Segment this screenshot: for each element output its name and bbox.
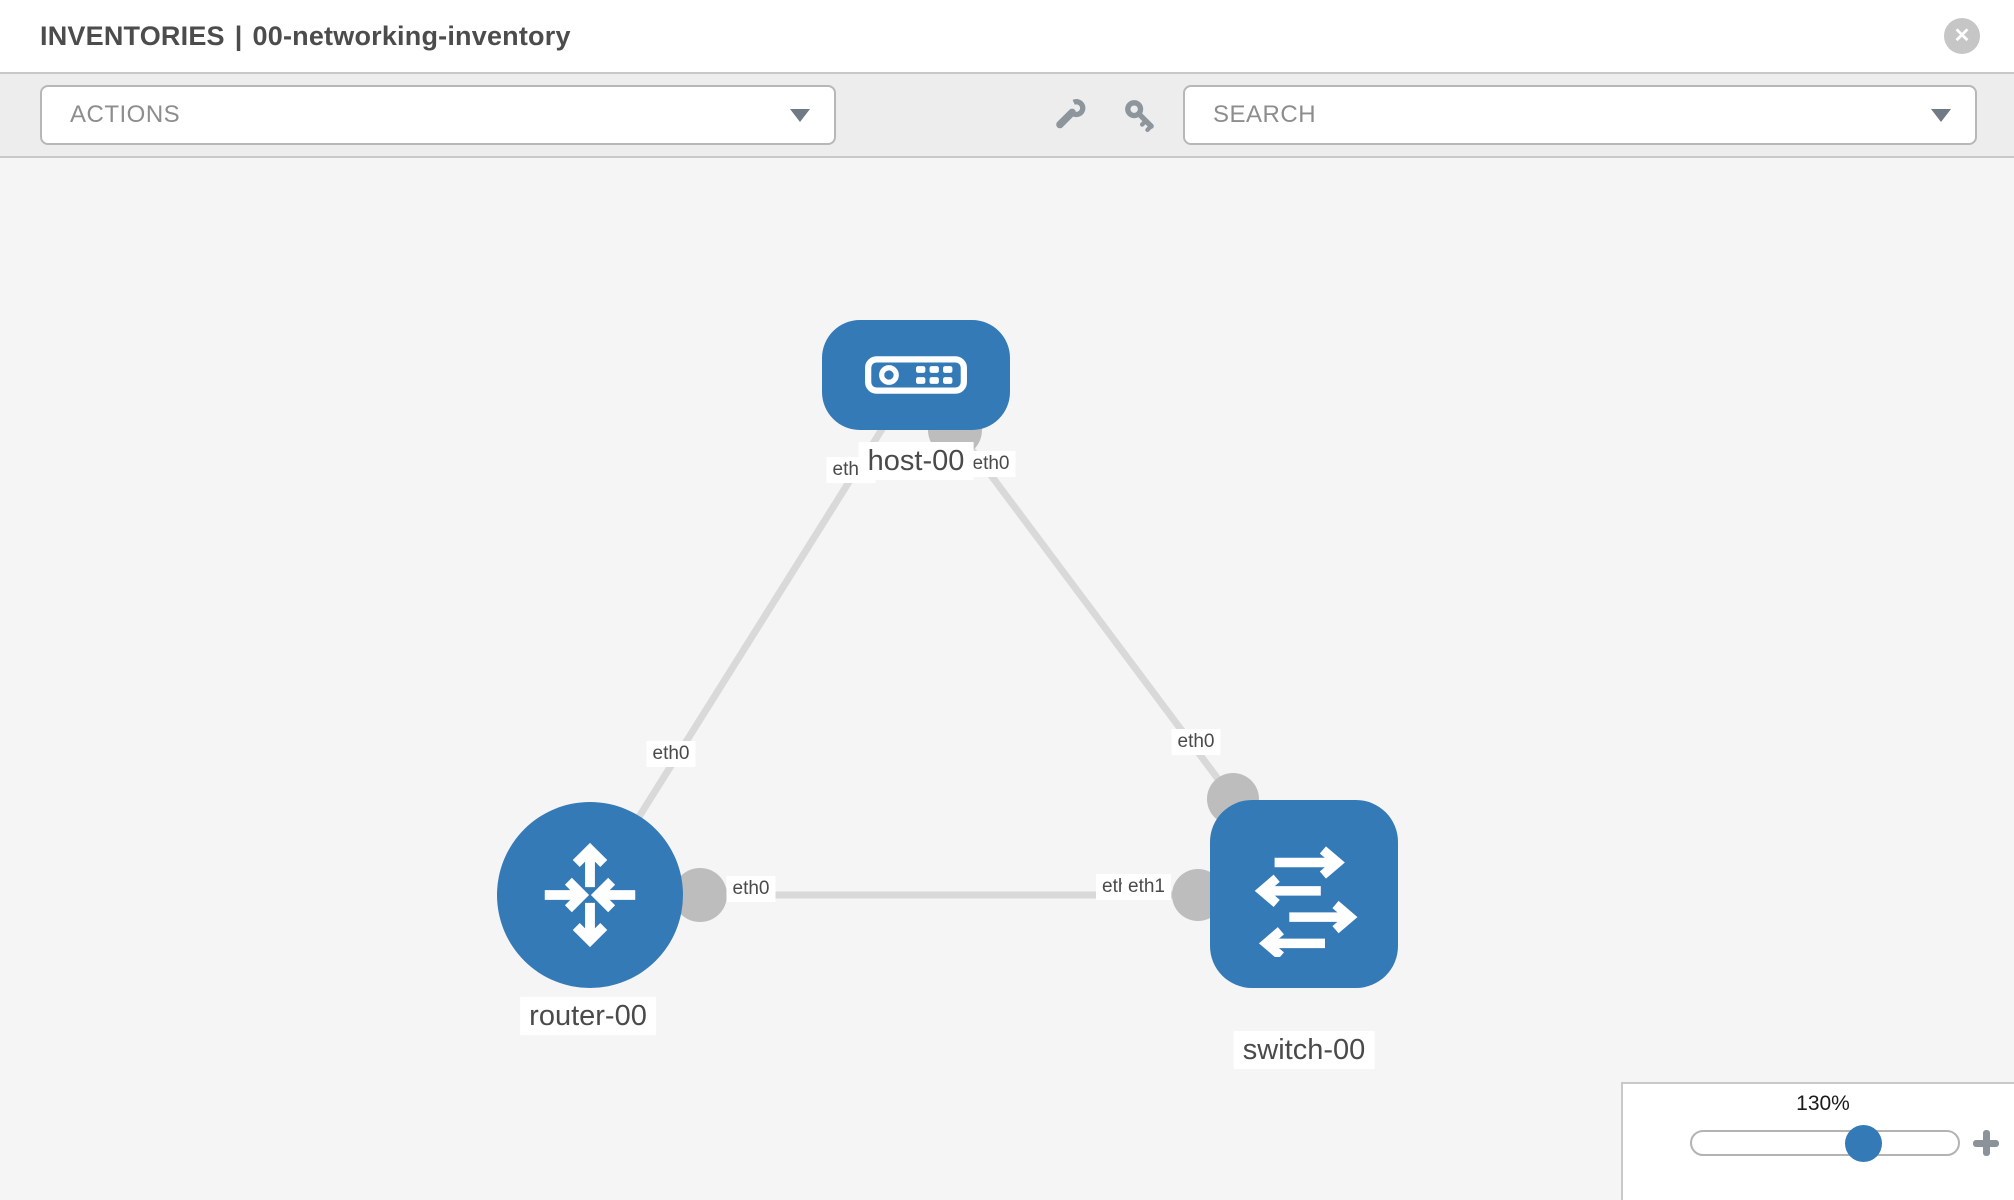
interface-label-router-eth0-right: eth0 [726,876,776,902]
breadcrumb-section: INVENTORIES [40,20,225,51]
titlebar: INVENTORIES | 00-networking-inventory ✕ [0,0,2014,72]
chevron-down-icon [1931,108,1951,122]
search-placeholder: SEARCH [1213,101,1317,128]
interface-label-router-eth0-top: eth0 [646,741,696,767]
configure-button[interactable] [1053,98,1087,132]
page-title: INVENTORIES | 00-networking-inventory [40,21,571,52]
switch-arrows-icon [1254,846,1358,957]
chevron-down-icon [790,108,810,122]
actions-dropdown-label: ACTIONS [70,101,181,128]
interface-label-host-eth0-right: eth0 [966,451,1016,477]
wrench-icon [1056,99,1086,129]
search-dropdown[interactable]: SEARCH [1183,85,1977,145]
interface-label-switch-eth0-top: eth0 [1171,729,1221,755]
toolbar: ACTIONS SEARCH [0,72,2014,158]
node-label-host-00: host-00 [858,442,974,480]
key-icon [1125,100,1154,132]
close-icon: ✕ [1953,25,1971,47]
close-button[interactable]: ✕ [1944,18,1980,54]
node-host-00[interactable] [822,320,1010,430]
toolbar-tools [1053,98,1157,132]
server-icon [865,356,967,394]
node-label-router-00: router-00 [520,997,656,1035]
port-dot-router-eth0[interactable] [673,868,727,922]
interface-label-switch-eth1: eth1 [1122,874,1171,900]
zoom-slider-handle[interactable] [1845,1125,1882,1162]
breadcrumb-separator: | [234,20,243,51]
topology-canvas[interactable]: eth0 eth0 eth0 eth0 eth0 eth0 eth1 host-… [0,158,2014,1200]
credentials-button[interactable] [1123,98,1157,132]
actions-dropdown[interactable]: ACTIONS [40,85,836,145]
inventory-name: 00-networking-inventory [252,20,571,51]
topology-links-layer [587,372,1307,922]
zoom-slider[interactable] [1690,1130,1960,1156]
node-router-00[interactable] [497,802,683,988]
node-label-switch-00: switch-00 [1233,1031,1375,1069]
zoom-widget: 130% [1621,1082,2014,1200]
zoom-level: 130% [1796,1092,1850,1115]
node-switch-00[interactable] [1210,800,1398,988]
router-arrows-icon [544,842,636,948]
